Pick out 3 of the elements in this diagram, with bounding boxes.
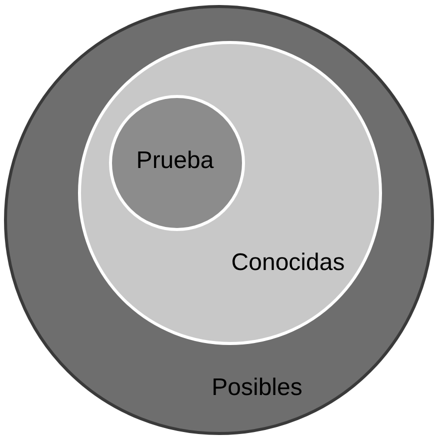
circle-label: Prueba xyxy=(136,149,214,173)
circle-label: Conocidas xyxy=(231,251,345,275)
circle-label: Posibles xyxy=(212,376,302,400)
